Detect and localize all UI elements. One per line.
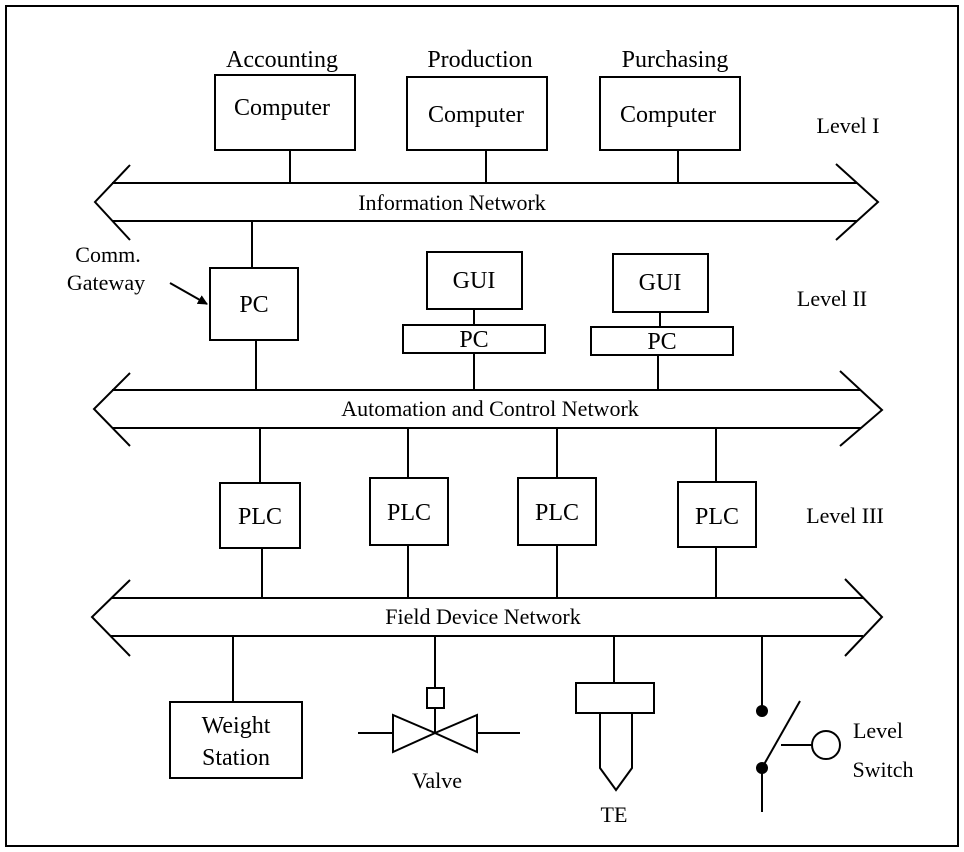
pc-box-2	[590, 326, 734, 356]
automation-network-label: Automation and Control Network	[341, 396, 639, 421]
plc-label-3: PLC	[535, 500, 579, 526]
field-device-network-label: Field Device Network	[385, 604, 581, 629]
level-3-label: Level III	[806, 503, 884, 528]
plc-box-2	[369, 477, 449, 546]
production-computer-label: Computer	[428, 102, 524, 128]
department-label-purchasing: Purchasing	[622, 47, 729, 73]
te-label: TE	[601, 802, 628, 827]
level-switch-blade	[761, 700, 801, 769]
production-computer-box	[406, 76, 548, 151]
accounting-computer-box	[214, 74, 356, 151]
valve-label: Valve	[412, 768, 462, 793]
automation-network-bus: Automation and Control Network	[92, 370, 884, 447]
department-label-accounting: Accounting	[226, 47, 338, 73]
level-3-section: PLC PLC PLC PLC Level III	[219, 428, 884, 598]
field-device-network-bus: Field Device Network	[90, 578, 884, 657]
comm-gateway-label-line2: Gateway	[67, 270, 145, 295]
field-bus-right-arrowhead	[844, 578, 884, 657]
te-probe	[599, 713, 633, 792]
level-switch-device: Level Switch	[756, 636, 914, 812]
plc-label-2: PLC	[387, 500, 431, 526]
plc-box-4	[677, 481, 757, 548]
temperature-element-device: TE	[575, 636, 655, 827]
level-1-label: Level I	[817, 113, 880, 138]
plc-label-4: PLC	[695, 504, 739, 530]
level-2-label: Level II	[797, 286, 867, 311]
purchasing-computer-box	[599, 76, 741, 151]
gui-label-2: GUI	[639, 270, 682, 296]
level-switch-label-line1: Level	[853, 718, 903, 743]
weight-station-box	[169, 701, 303, 779]
te-head-box	[575, 682, 655, 714]
information-network-label: Information Network	[358, 190, 546, 215]
automation-bus-left-arrowhead	[92, 372, 131, 447]
valve-actuator-box	[426, 687, 445, 709]
field-bus-left-arrowhead	[90, 579, 131, 657]
valve-left-triangle	[392, 713, 438, 754]
gui-label-1: GUI	[453, 268, 496, 294]
information-network-bus: Information Network	[93, 163, 880, 241]
gui-box-2	[612, 253, 709, 313]
valve-device: Valve	[358, 636, 520, 793]
plc-box-1	[219, 482, 301, 549]
level-2-section: PC Comm. Gateway GUI PC GUI PC Level II	[67, 221, 867, 390]
pc-label-1: PC	[459, 327, 488, 353]
level-switch-float-icon	[811, 730, 841, 760]
pc-label-2: PC	[647, 329, 676, 355]
comm-gateway-label-line1: Comm.	[75, 242, 140, 267]
purchasing-computer-label: Computer	[620, 102, 716, 128]
information-bus-left-arrowhead	[93, 164, 131, 241]
weight-station-device: Weight Station	[169, 636, 303, 779]
weight-station-label-line2: Station	[202, 745, 270, 771]
information-bus-right-arrowhead	[835, 163, 880, 241]
automation-bus-right-arrowhead	[839, 370, 884, 447]
gateway-pc-box	[209, 267, 299, 341]
accounting-computer-label: Computer	[234, 95, 330, 121]
department-label-production: Production	[427, 47, 532, 73]
gateway-pointer-arrow	[169, 282, 208, 305]
level-1-section: Accounting Production Purchasing Compute…	[214, 47, 880, 183]
level-switch-label-line2: Switch	[852, 757, 913, 782]
weight-station-label-line1: Weight	[202, 713, 271, 739]
diagram-frame	[5, 5, 959, 847]
valve-right-triangle	[432, 713, 478, 754]
plc-box-3	[517, 477, 597, 546]
gateway-pc-label: PC	[239, 292, 268, 318]
plc-label-1: PLC	[238, 504, 282, 530]
level-switch-upper-contact	[756, 705, 768, 717]
